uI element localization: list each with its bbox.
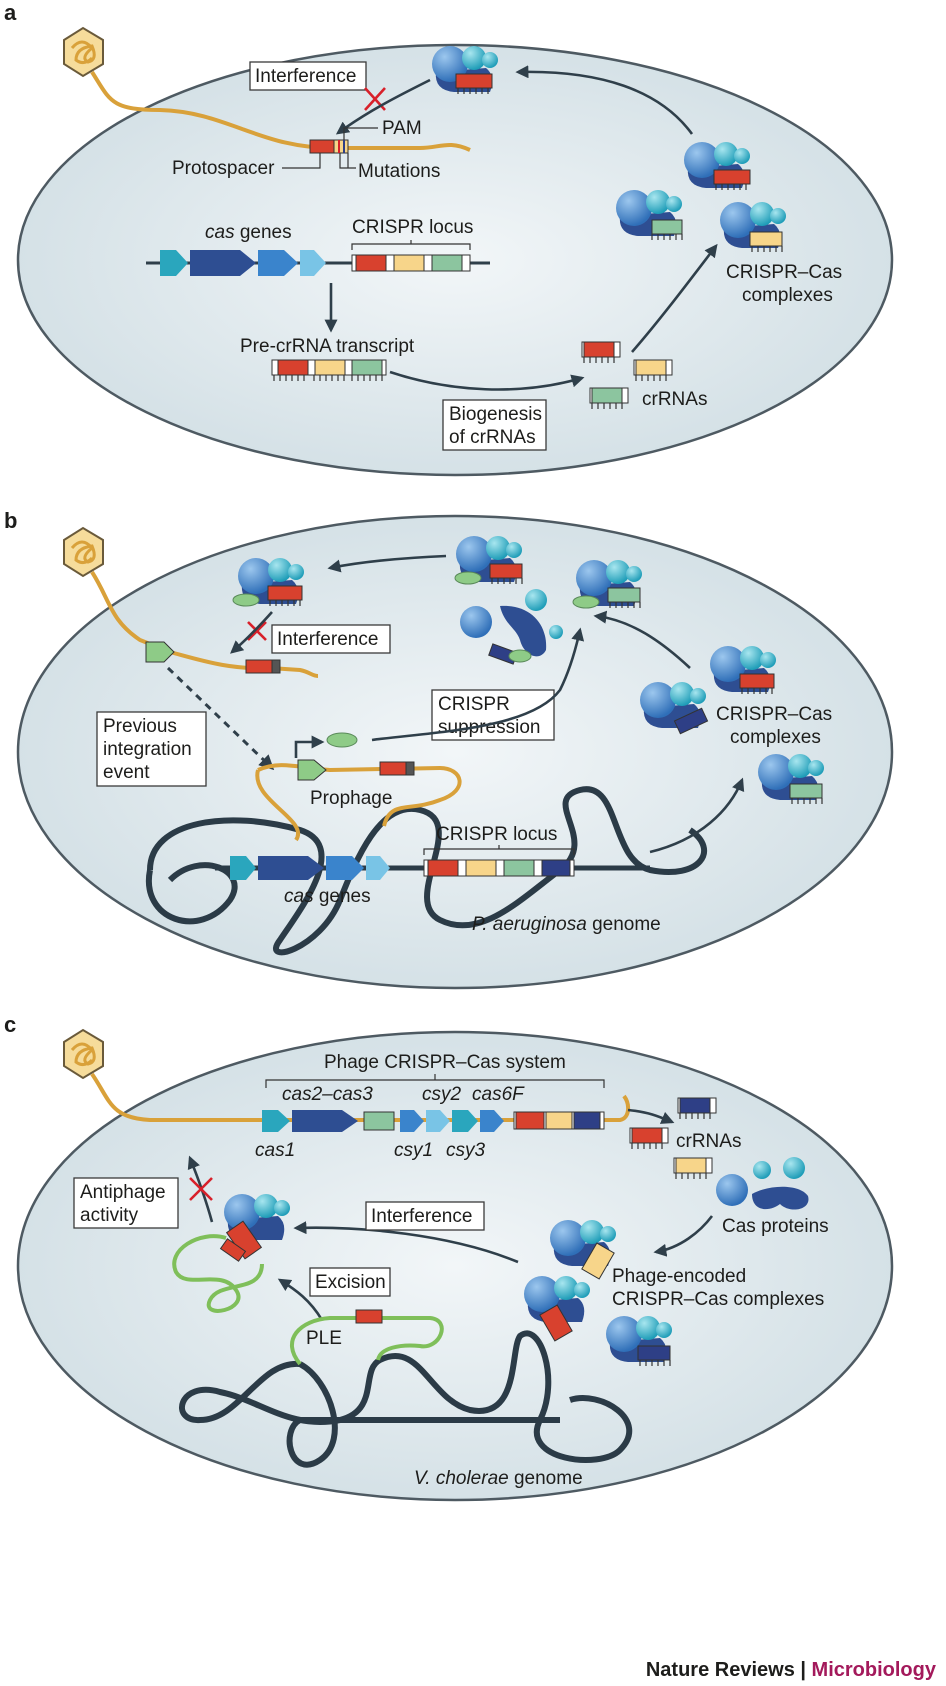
phage-dna-a bbox=[90, 70, 471, 152]
previous-line3: event bbox=[103, 762, 150, 783]
integrated-ple bbox=[289, 1316, 444, 1366]
cas-complex-a4 bbox=[720, 202, 786, 253]
biogenesis-line1: Biogenesis bbox=[449, 404, 542, 425]
panel-b: b Interference Previous integrati bbox=[4, 508, 894, 990]
excision-box bbox=[309, 1267, 391, 1297]
panel-a-letter: a bbox=[4, 0, 17, 25]
phage-c bbox=[63, 1028, 104, 1080]
block-icon-b bbox=[247, 621, 267, 641]
phage-complex-label2: CRISPR–Cas complexes bbox=[612, 1289, 824, 1310]
interference-box-c bbox=[365, 1201, 485, 1231]
excision-label: Excision bbox=[315, 1272, 386, 1293]
biogenesis-box bbox=[442, 399, 547, 451]
excised-ple bbox=[172, 1234, 264, 1313]
previous-line1: Previous bbox=[103, 716, 177, 737]
ple-label: PLE bbox=[306, 1328, 342, 1349]
interference-arrow-a bbox=[335, 78, 431, 135]
cas-complex-b2 bbox=[454, 536, 523, 585]
genome-label-b: P. aeruginosa genome bbox=[472, 914, 661, 935]
phage-crispr-array bbox=[513, 1111, 605, 1130]
block-icon-c bbox=[189, 1177, 213, 1201]
cas-complex-a1 bbox=[432, 46, 498, 95]
phage-system-label: Phage CRISPR–Cas system bbox=[324, 1052, 566, 1073]
phage-complex-c1 bbox=[550, 1220, 616, 1280]
cas-genes-label-a: cas genes bbox=[205, 222, 292, 243]
complex-label-a1: CRISPR–Cas bbox=[726, 262, 842, 283]
panel-a: a Interference PAM Protospacer Mutations bbox=[4, 0, 894, 477]
phage-a bbox=[63, 26, 104, 78]
pre-crrna-label: Pre-crRNA transcript bbox=[240, 336, 415, 357]
previous-line2: integration bbox=[103, 739, 192, 760]
phage-complex-label1: Phage-encoded bbox=[612, 1266, 746, 1287]
crispr-locus-a bbox=[351, 254, 471, 272]
cas-complex-a2 bbox=[684, 142, 751, 191]
cas-complex-b6 bbox=[758, 754, 824, 805]
phage-dna-b bbox=[90, 570, 319, 678]
cas1-label: cas1 bbox=[255, 1140, 295, 1161]
pam-label: PAM bbox=[382, 118, 422, 139]
phage-b bbox=[63, 526, 104, 578]
anti-crispr-protein bbox=[326, 732, 358, 748]
cas2-cas3-label: cas2–cas3 bbox=[282, 1084, 373, 1105]
csy1-label: csy1 bbox=[394, 1140, 433, 1161]
mutations-label: Mutations bbox=[358, 161, 440, 182]
cas-complex-b1 bbox=[232, 558, 304, 607]
crrnas-c bbox=[629, 1097, 717, 1180]
crrnas-label-c: crRNAs bbox=[676, 1131, 741, 1152]
panel-c-letter: c bbox=[4, 1012, 16, 1037]
prophage-dna bbox=[255, 763, 462, 842]
antiphage-line2: activity bbox=[80, 1205, 139, 1226]
cas-proteins-c bbox=[716, 1157, 809, 1210]
chromosome-c bbox=[179, 1330, 633, 1463]
complex-label-b1: CRISPR–Cas bbox=[716, 704, 832, 725]
chromosome-b bbox=[147, 786, 708, 956]
crrnas-label-a: crRNAs bbox=[642, 389, 707, 410]
phage-complex-c3 bbox=[606, 1316, 672, 1367]
phage-complex-c2 bbox=[524, 1276, 590, 1342]
suppression-line1: CRISPR bbox=[438, 694, 510, 715]
protospacer-a bbox=[309, 139, 349, 154]
interference-label-b: Interference bbox=[277, 629, 378, 650]
antiphage-line1: Antiphage bbox=[80, 1182, 166, 1203]
biogenesis-line2: of crRNAs bbox=[449, 427, 536, 448]
panel-c: c Phage CRISPR–Cas system cas2–cas3 csy2… bbox=[4, 1012, 894, 1502]
complex-label-a2: complexes bbox=[742, 285, 833, 306]
interference-label-a: Interference bbox=[255, 66, 356, 87]
interference-box-b bbox=[271, 624, 391, 654]
protospacer-label: Protospacer bbox=[172, 158, 275, 179]
phage-cas-genes bbox=[262, 1110, 504, 1132]
interference-box-a bbox=[249, 61, 367, 91]
csy2-label: csy2 bbox=[422, 1084, 462, 1105]
cas-complex-a3 bbox=[616, 190, 683, 241]
cas-proteins-label: Cas proteins bbox=[722, 1216, 829, 1237]
crispr-locus-b bbox=[423, 859, 575, 877]
crispr-locus-label-b: CRISPR locus bbox=[436, 824, 557, 845]
suppression-line2: suppression bbox=[438, 717, 540, 738]
cas-complex-b5 bbox=[640, 682, 709, 735]
cas-genes-a bbox=[160, 250, 326, 276]
cas-complex-b4 bbox=[710, 646, 776, 695]
cas6f-label: cas6F bbox=[472, 1084, 525, 1105]
cas-genes-b bbox=[230, 856, 390, 880]
cas-complex-b3 bbox=[572, 560, 642, 609]
complex-label-b2: complexes bbox=[730, 727, 821, 748]
pre-crrna-transcript bbox=[271, 359, 387, 382]
footer: Nature Reviews | Microbiology bbox=[646, 1659, 937, 1681]
interference-label-c: Interference bbox=[371, 1206, 472, 1227]
antiphage-box bbox=[73, 1177, 179, 1229]
phage-dna-c bbox=[90, 1072, 631, 1122]
previous-event-box bbox=[96, 711, 207, 787]
crispr-locus-label-a: CRISPR locus bbox=[352, 217, 473, 238]
prophage-label: Prophage bbox=[310, 788, 392, 809]
csy3-label: csy3 bbox=[446, 1140, 486, 1161]
journal-credit: Nature Reviews | Microbiology bbox=[646, 1659, 937, 1681]
genome-label-c: V. cholerae genome bbox=[414, 1468, 583, 1489]
crrnas-a bbox=[581, 341, 673, 410]
disassembled-complex-b bbox=[460, 589, 563, 665]
panel-b-letter: b bbox=[4, 508, 17, 533]
cas-genes-label-b: cas genes bbox=[284, 886, 371, 907]
cell-c bbox=[16, 1030, 894, 1502]
